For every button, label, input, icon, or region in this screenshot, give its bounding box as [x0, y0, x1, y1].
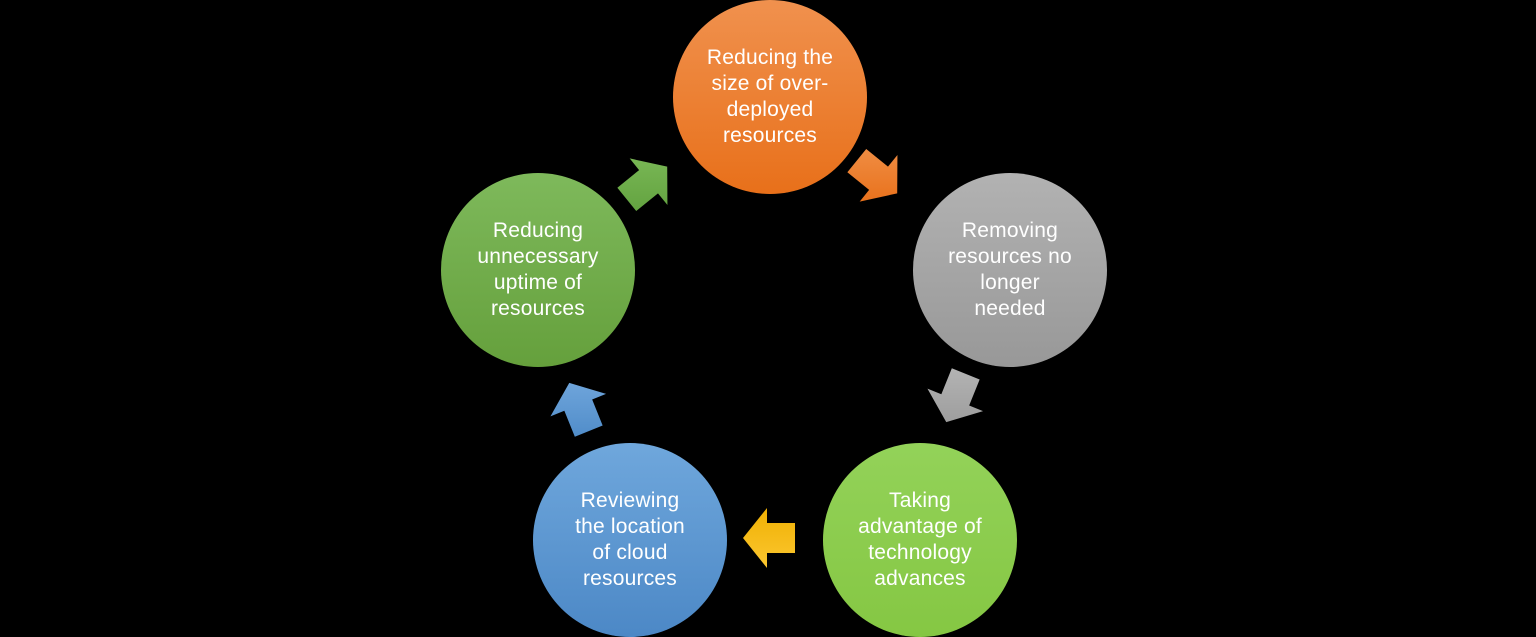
cycle-arrow-uptime-to-size-icon: [617, 158, 668, 212]
cycle-node-reducing-uptime: Reducing unnecessary uptime of resources: [441, 173, 635, 367]
cycle-arrow-removing-to-technology-icon: [927, 368, 984, 423]
cycle-node-reviewing-location: Reviewing the location of cloud resource…: [533, 443, 727, 637]
cycle-arrow-size-to-removing-icon: [847, 148, 898, 202]
cycle-arrow-reviewing-to-uptime-icon: [550, 382, 607, 437]
cycle-node-removing-unneeded: Removing resources no longer needed: [913, 173, 1107, 367]
cycle-node-label: Reducing unnecessary uptime of resources: [477, 219, 599, 320]
cycle-node-label: Reviewing the location of cloud resource…: [575, 489, 685, 590]
cycle-node-label: Reducing the size of over- deployed reso…: [706, 46, 834, 147]
cycle-node-label: Removing resources no longer needed: [948, 219, 1072, 320]
cycle-node-label: Taking advantage of technology advances: [858, 489, 982, 590]
cycle-arrow-technology-to-reviewing-icon: [743, 508, 795, 568]
cycle-node-technology-advances: Taking advantage of technology advances: [823, 443, 1017, 637]
cycle-node-reducing-size: Reducing the size of over- deployed reso…: [673, 0, 867, 194]
